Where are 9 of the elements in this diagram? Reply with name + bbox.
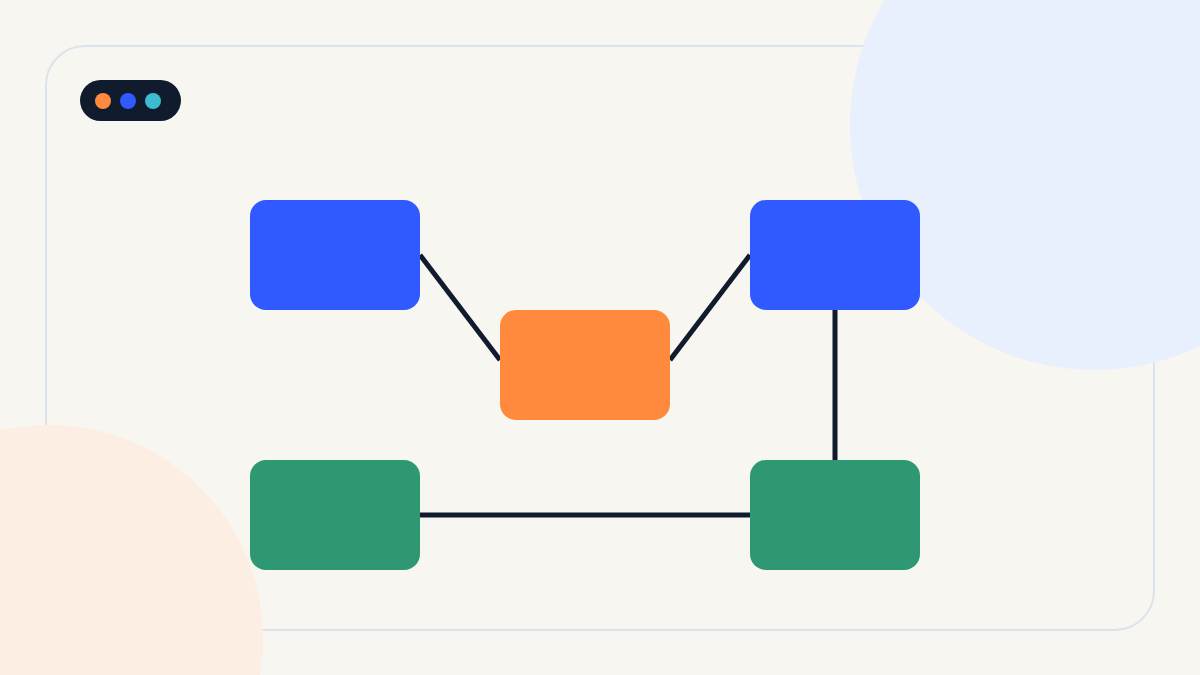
connector-line bbox=[420, 512, 750, 518]
connector-line bbox=[832, 310, 838, 460]
block bbox=[750, 200, 920, 310]
block bbox=[500, 310, 670, 420]
connector-line bbox=[418, 253, 502, 362]
block bbox=[250, 460, 420, 570]
block bbox=[250, 200, 420, 310]
block bbox=[750, 460, 920, 570]
connector-line bbox=[668, 253, 752, 362]
